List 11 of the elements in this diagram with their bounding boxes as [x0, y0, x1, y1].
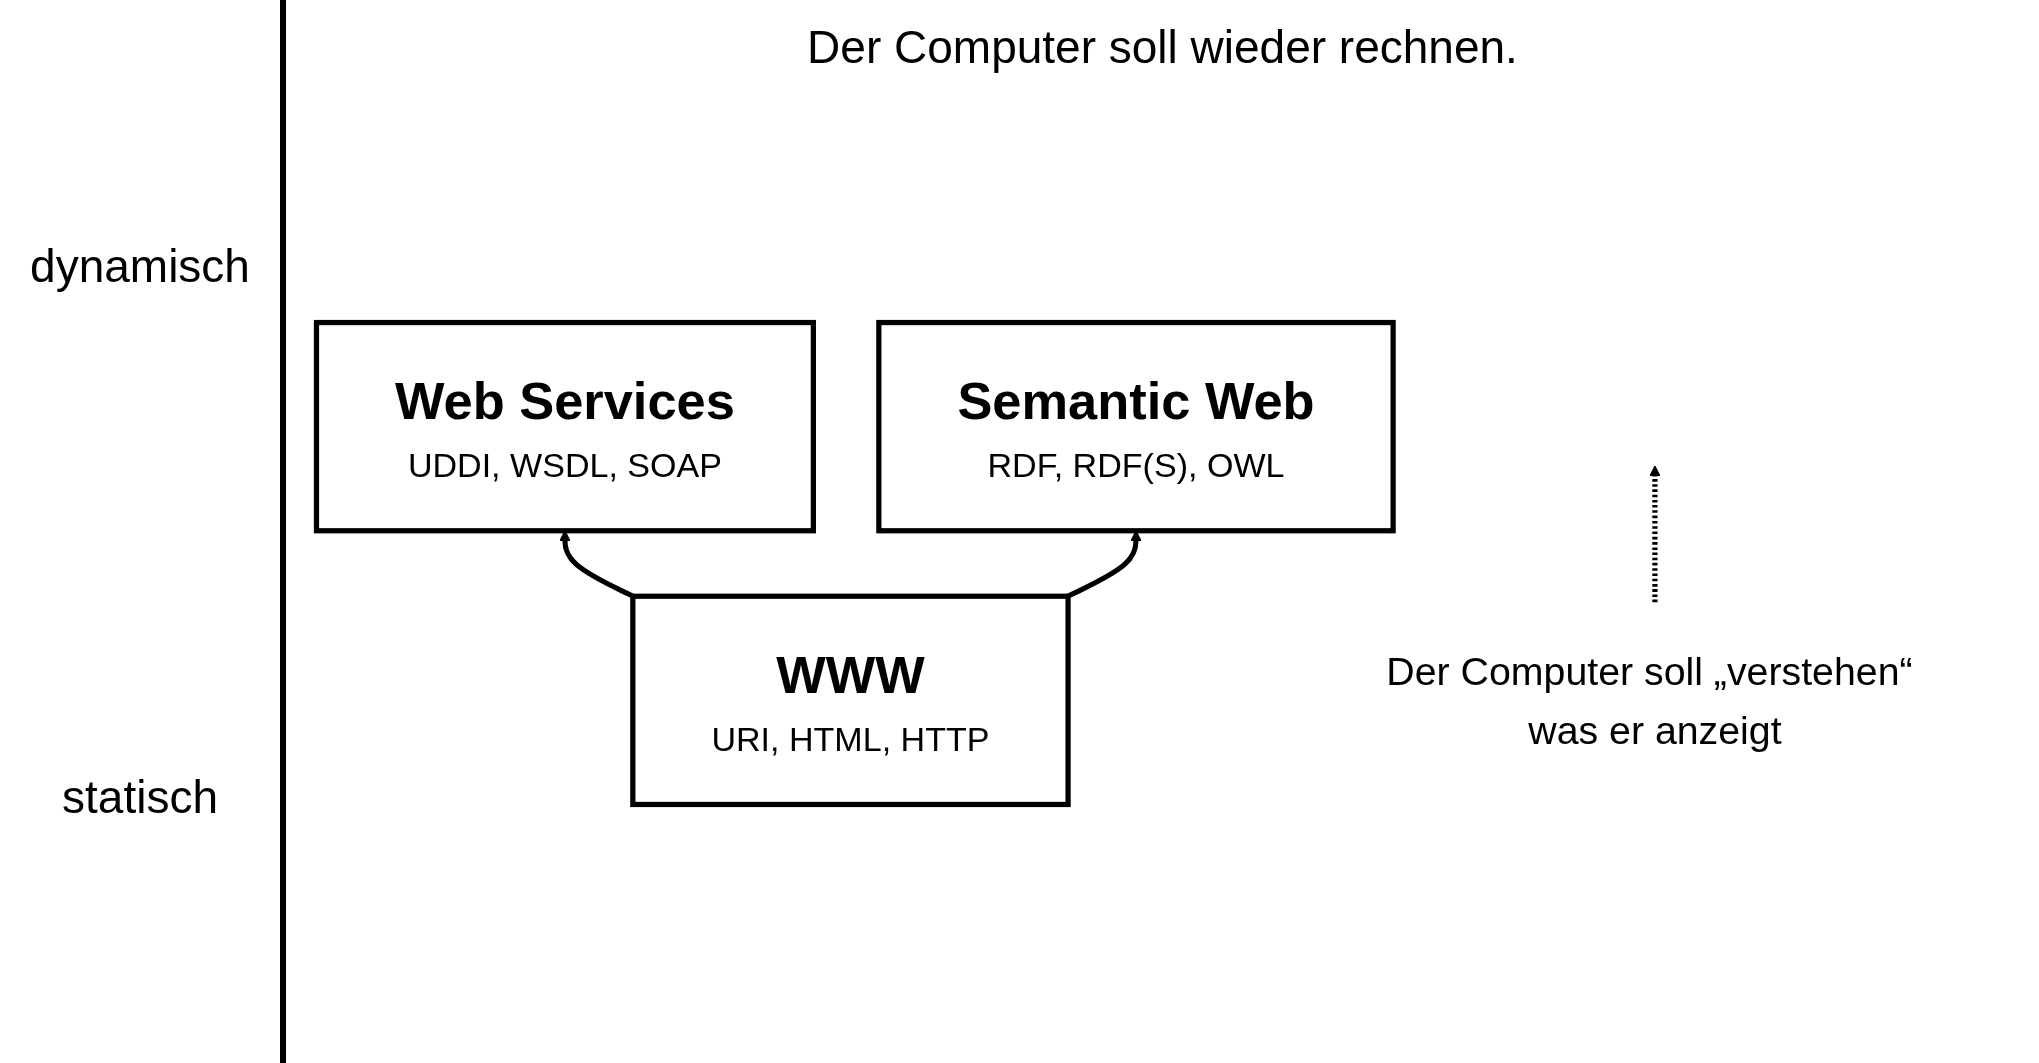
node-label: Semantic Web: [957, 372, 1315, 430]
note-text: Der Computer soll wieder rechnen.: [807, 20, 1518, 74]
node-label: URI, HTML, HTTP: [711, 719, 990, 759]
level-label: statisch: [62, 770, 218, 825]
dashed-arrow: [1649, 465, 1661, 603]
node-label: WWW: [776, 646, 925, 704]
node-label: UDDI, WSDL, SOAP: [407, 445, 722, 485]
annotation-text: Der Computer soll „verstehen“ was er anzeigt: [1385, 648, 1914, 754]
level-label: dynamisch: [30, 238, 250, 293]
node-label: Web Services: [395, 372, 735, 430]
node-label: RDF, RDF(S), OWL: [987, 445, 1285, 485]
